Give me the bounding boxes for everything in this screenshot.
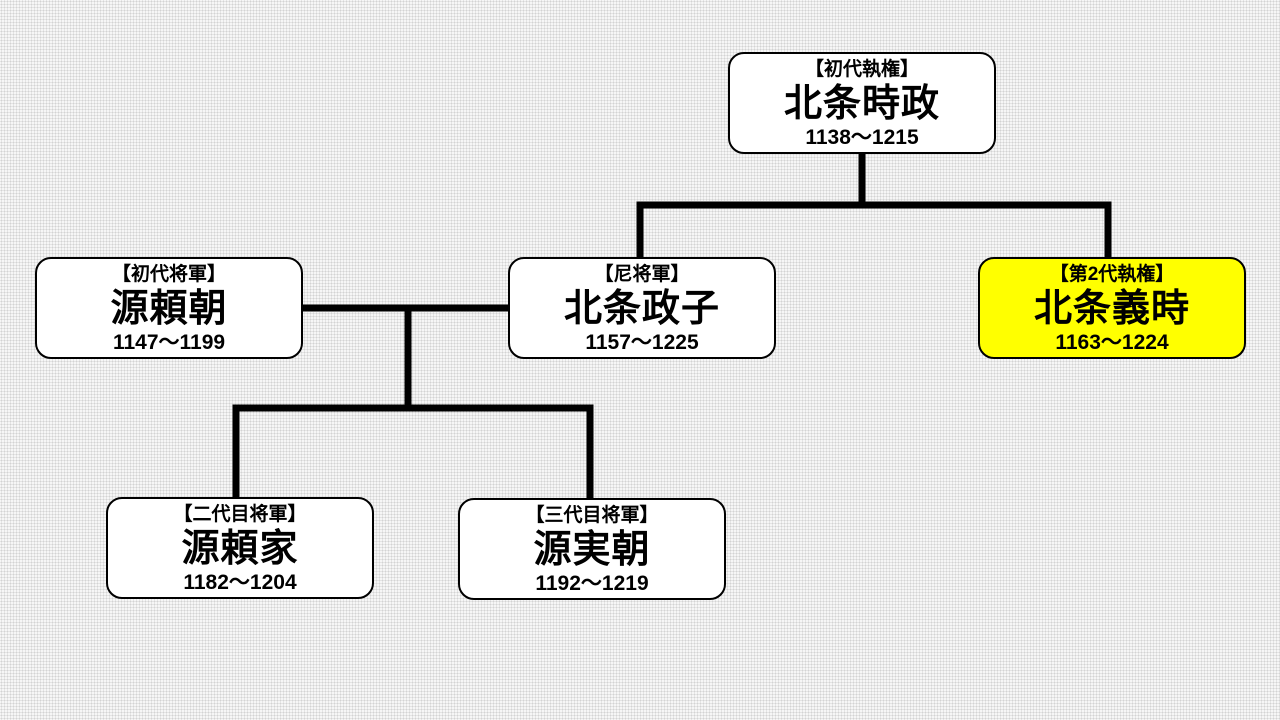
node-name: 源実朝 xyxy=(533,528,651,571)
node-title: 【二代目将軍】 xyxy=(173,504,307,525)
connector-marriage-to-children xyxy=(232,305,594,499)
node-minamoto-yoritomo: 【初代将軍】 源頼朝 1147～1199 xyxy=(35,257,303,359)
node-years: 1138～1215 xyxy=(805,126,919,149)
node-name: 北条義時 xyxy=(1033,287,1190,330)
node-years: 1182～1204 xyxy=(183,571,297,594)
node-years: 1192～1219 xyxy=(535,572,649,595)
node-minamoto-yoriie: 【二代目将軍】 源頼家 1182～1204 xyxy=(106,497,374,599)
node-hojo-masako: 【尼将軍】 北条政子 1157～1225 xyxy=(508,257,776,359)
node-name: 源頼家 xyxy=(181,527,299,570)
node-title: 【三代目将軍】 xyxy=(525,505,659,526)
node-title: 【初代将軍】 xyxy=(111,264,226,285)
node-title: 【初代執権】 xyxy=(804,59,919,80)
node-years: 1163～1224 xyxy=(1055,331,1169,354)
node-title: 【尼将軍】 xyxy=(594,264,690,285)
node-hojo-yoshitoki-highlighted: 【第2代執権】 北条義時 1163～1224 xyxy=(978,257,1246,359)
node-name: 北条政子 xyxy=(563,287,720,330)
node-years: 1157～1225 xyxy=(585,331,699,354)
node-years: 1147～1199 xyxy=(112,331,226,354)
node-hojo-tokimasa: 【初代執権】 北条時政 1138～1215 xyxy=(728,52,996,154)
node-title: 【第2代執権】 xyxy=(1049,264,1175,285)
connector-tokimasa-to-children xyxy=(636,152,1112,258)
node-name: 北条時政 xyxy=(783,82,940,125)
node-minamoto-sanetomo: 【三代目将軍】 源実朝 1192～1219 xyxy=(458,498,726,600)
node-name: 源頼朝 xyxy=(110,287,228,330)
